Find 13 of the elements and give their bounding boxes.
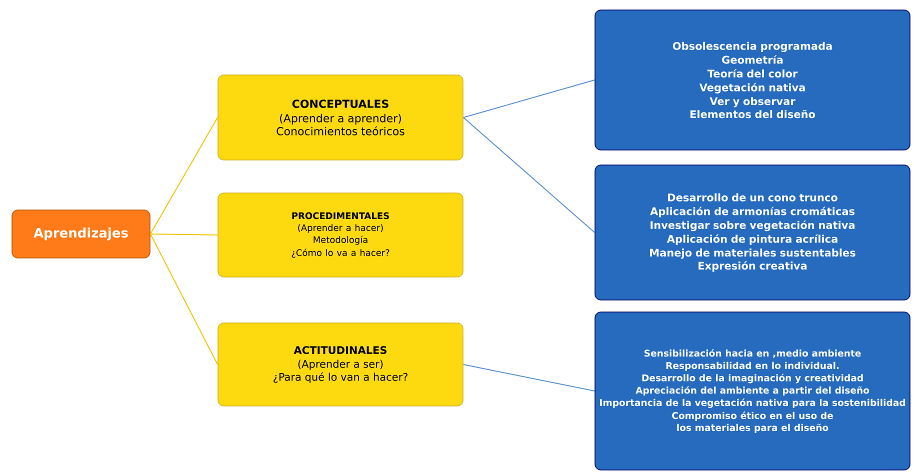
root-box: Aprendizajes xyxy=(12,210,150,258)
connector-line xyxy=(462,80,596,118)
connector-line xyxy=(462,117,596,233)
connector-line xyxy=(150,117,218,234)
connector-line xyxy=(150,234,218,236)
connector-line xyxy=(462,364,596,392)
topic-list-box: Sensibilización hacia en ,medio ambiente Responsabilidad en lo individual. Desarrollo de la imaginación y creatividad Apreciación del ambiente a partir del diseño Importancia de la vegetación nativa para la sostenibilidad Compromiso ético en el uso de los materiales para el diseño xyxy=(594,312,910,470)
category-box: PROCEDIMENTALES (Aprender a hacer) Metodología ¿Cómo lo va a hacer? xyxy=(218,192,464,278)
category-box: ACTITUDINALES (Aprender a ser) ¿Para qué lo van a hacer? xyxy=(218,322,464,406)
topic-list-box: Obsolescencia programada Geometría Teoría del color Vegetación nativa Ver y observar Elementos del diseño xyxy=(594,10,910,150)
topic-list-box: Desarrollo de un cono trunco Aplicación de armonías cromáticas Investigar sobre vegetación nativa Aplicación de pintura acrílica Manejo de materiales sustentables Expresión creativa xyxy=(594,164,910,300)
connector-line xyxy=(150,234,218,365)
category-box: CONCEPTUALES (Aprender a aprender) Conocimientos teóricos xyxy=(218,74,464,160)
